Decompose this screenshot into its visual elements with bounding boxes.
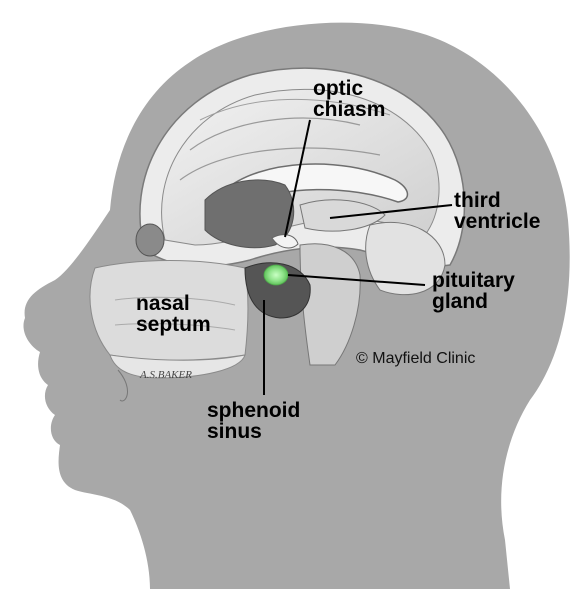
label-sphenoid-sinus-line1: sphenoid bbox=[207, 400, 300, 421]
label-sphenoid-sinus: sphenoid sinus bbox=[207, 400, 300, 442]
label-optic-chiasm-line2: chiasm bbox=[313, 99, 385, 120]
label-optic-chiasm: optic chiasm bbox=[313, 78, 385, 120]
label-third-ventricle: third ventricle bbox=[454, 190, 540, 232]
label-sphenoid-sinus-line2: sinus bbox=[207, 421, 300, 442]
artist-signature: A.S.BAKER bbox=[139, 369, 192, 381]
label-nasal-septum: nasal septum bbox=[136, 293, 211, 335]
label-optic-chiasm-line1: optic bbox=[313, 78, 385, 99]
label-nasal-septum-line1: nasal bbox=[136, 293, 211, 314]
label-pituitary-gland-line1: pituitary bbox=[432, 270, 515, 291]
label-third-ventricle-line2: ventricle bbox=[454, 211, 540, 232]
copyright-credit: © Mayfield Clinic bbox=[356, 350, 475, 368]
label-nasal-septum-line2: septum bbox=[136, 314, 211, 335]
label-third-ventricle-line1: third bbox=[454, 190, 540, 211]
label-pituitary-gland: pituitary gland bbox=[432, 270, 515, 312]
pituitary-gland-highlight bbox=[264, 265, 288, 285]
orbit bbox=[136, 224, 164, 256]
label-pituitary-gland-line2: gland bbox=[432, 291, 515, 312]
